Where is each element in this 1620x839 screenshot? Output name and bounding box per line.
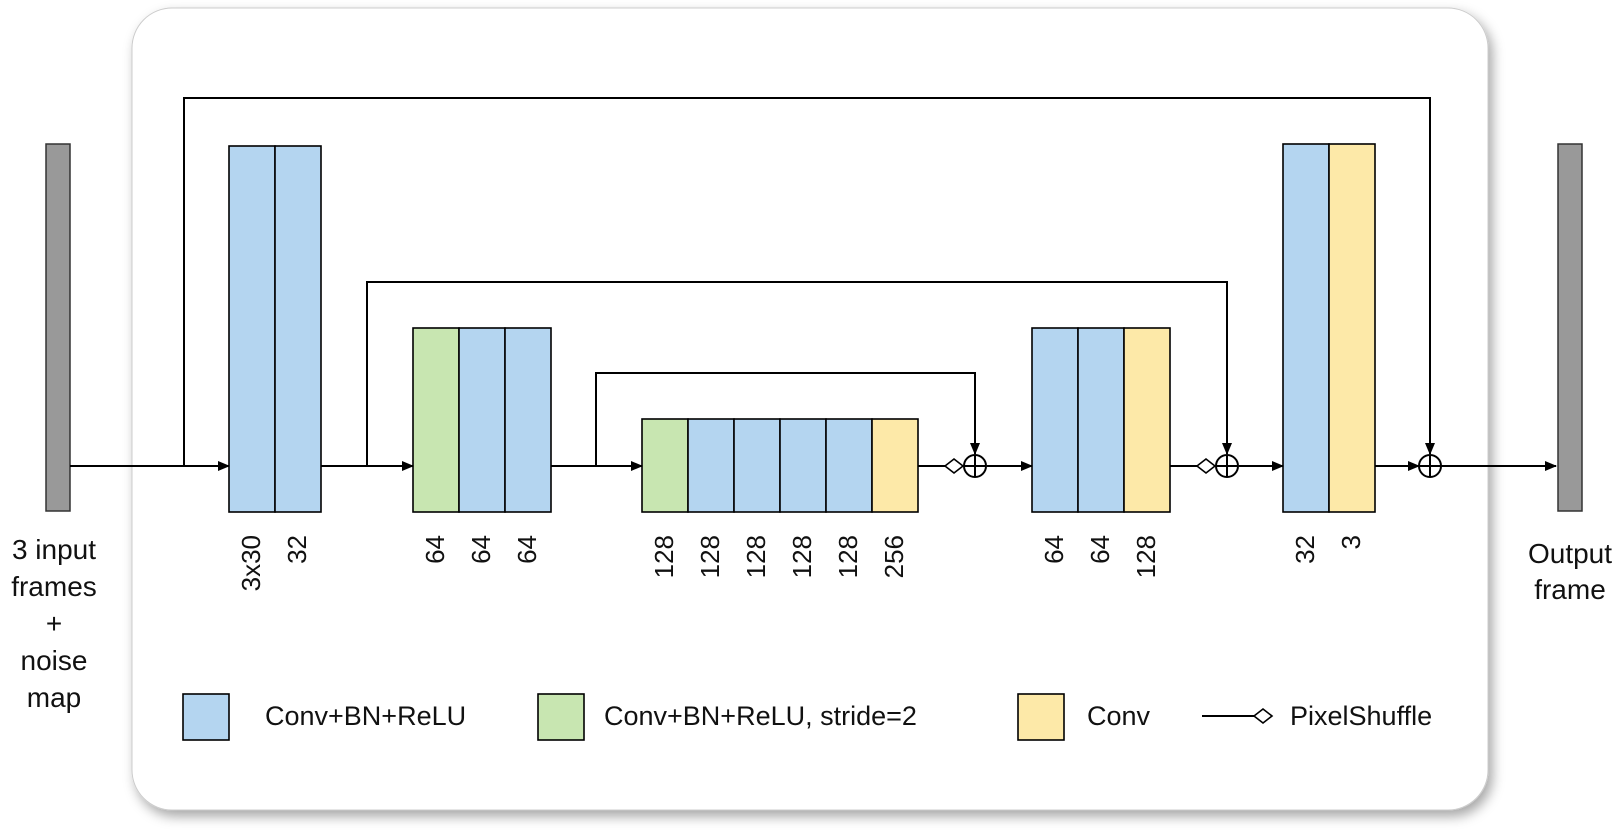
decoder-block-2-layer-1 bbox=[1282, 143, 1330, 513]
bottleneck-block-channels-1: 128 bbox=[649, 535, 679, 578]
legend-swatch-conv_bn_relu_stride2 bbox=[537, 693, 585, 741]
bottleneck-block bbox=[641, 418, 919, 513]
diagram-panel bbox=[131, 7, 1489, 811]
decoder-block-1-layer-3 bbox=[1123, 327, 1171, 513]
encoder-block-2 bbox=[412, 327, 552, 513]
bottleneck-block-layer-1 bbox=[641, 418, 689, 513]
bottleneck-block-channels-6: 256 bbox=[879, 535, 909, 578]
legend-label-conv: Conv bbox=[1087, 701, 1151, 731]
encoder-block-1-channels-2: 32 bbox=[282, 535, 312, 564]
bottleneck-block-layer-5 bbox=[825, 418, 873, 513]
legend-item-conv_bn_relu_stride2: Conv+BN+ReLU, stride=2 bbox=[537, 693, 917, 741]
input-label-line-5: map bbox=[27, 682, 81, 713]
encoder-block-1-layer-1 bbox=[228, 145, 276, 513]
sum-node-2-icon bbox=[1215, 454, 1239, 478]
bottleneck-block-channels-2: 128 bbox=[695, 535, 725, 578]
encoder-block-1-layer-2 bbox=[274, 145, 322, 513]
decoder-block-2-layer-2 bbox=[1328, 143, 1376, 513]
bottleneck-block-channels-4: 128 bbox=[787, 535, 817, 578]
decoder-block-1-channels-1: 64 bbox=[1039, 535, 1069, 564]
legend-label-conv_bn_relu: Conv+BN+ReLU bbox=[265, 701, 466, 731]
input-label-line-2: frames bbox=[11, 571, 97, 602]
bottleneck-block-layer-3 bbox=[733, 418, 781, 513]
decoder-block-1-layer-2 bbox=[1077, 327, 1125, 513]
decoder-block-1 bbox=[1031, 327, 1171, 513]
output-frame-bar bbox=[1557, 143, 1583, 512]
decoder-block-2-channels-2: 3 bbox=[1336, 535, 1366, 549]
encoder-block-2-channels-1: 64 bbox=[420, 535, 450, 564]
encoder-block-2-layer-1 bbox=[412, 327, 460, 513]
decoder-block-2-channels-1: 32 bbox=[1290, 535, 1320, 564]
decoder-block-1-channels-2: 64 bbox=[1085, 535, 1115, 564]
encoder-block-2-layer-2 bbox=[458, 327, 506, 513]
encoder-block-1 bbox=[228, 145, 322, 513]
legend-item-conv_bn_relu: Conv+BN+ReLU bbox=[182, 693, 466, 741]
legend-item-conv: Conv bbox=[1017, 693, 1151, 741]
bottleneck-block-layer-4 bbox=[779, 418, 827, 513]
encoder-block-2-channels-2: 64 bbox=[466, 535, 496, 564]
legend-pixelshuffle-diamond-icon bbox=[1252, 707, 1274, 725]
bottleneck-block-channels-5: 128 bbox=[833, 535, 863, 578]
legend-label-pixelshuffle: PixelShuffle bbox=[1290, 701, 1432, 731]
encoder-block-2-layer-3 bbox=[504, 327, 552, 513]
sum-node-1-icon bbox=[963, 454, 987, 478]
skip-connection-inner bbox=[595, 372, 980, 466]
legend-item-pixelshuffle: PixelShuffle bbox=[1202, 701, 1432, 731]
input-label-line-1: 3 input bbox=[12, 534, 96, 565]
bottleneck-block-channels-3: 128 bbox=[741, 535, 771, 578]
encoder-block-2-channels-3: 64 bbox=[512, 535, 542, 564]
encoder-block-1-channels-1: 3x30 bbox=[236, 535, 266, 591]
output-label-line-2: frame bbox=[1534, 574, 1606, 605]
legend-swatch-conv_bn_relu bbox=[182, 693, 230, 741]
skip-connection-outer bbox=[183, 97, 1435, 466]
output-label-line-1: Output bbox=[1528, 538, 1612, 569]
input-frames-bar bbox=[45, 143, 71, 512]
decoder-block-1-channels-3: 128 bbox=[1131, 535, 1161, 578]
input-label-line-3: + bbox=[46, 608, 62, 639]
bottleneck-block-layer-2 bbox=[687, 418, 735, 513]
legend-label-conv_bn_relu_stride2: Conv+BN+ReLU, stride=2 bbox=[604, 701, 917, 731]
sum-node-3-icon bbox=[1418, 454, 1442, 478]
bottleneck-block-layer-6 bbox=[871, 418, 919, 513]
input-label-line-4: noise bbox=[21, 645, 88, 676]
decoder-block-1-layer-1 bbox=[1031, 327, 1079, 513]
decoder-block-2 bbox=[1282, 143, 1376, 513]
legend-swatch-conv bbox=[1017, 693, 1065, 741]
skip-connection-middle bbox=[366, 281, 1232, 466]
